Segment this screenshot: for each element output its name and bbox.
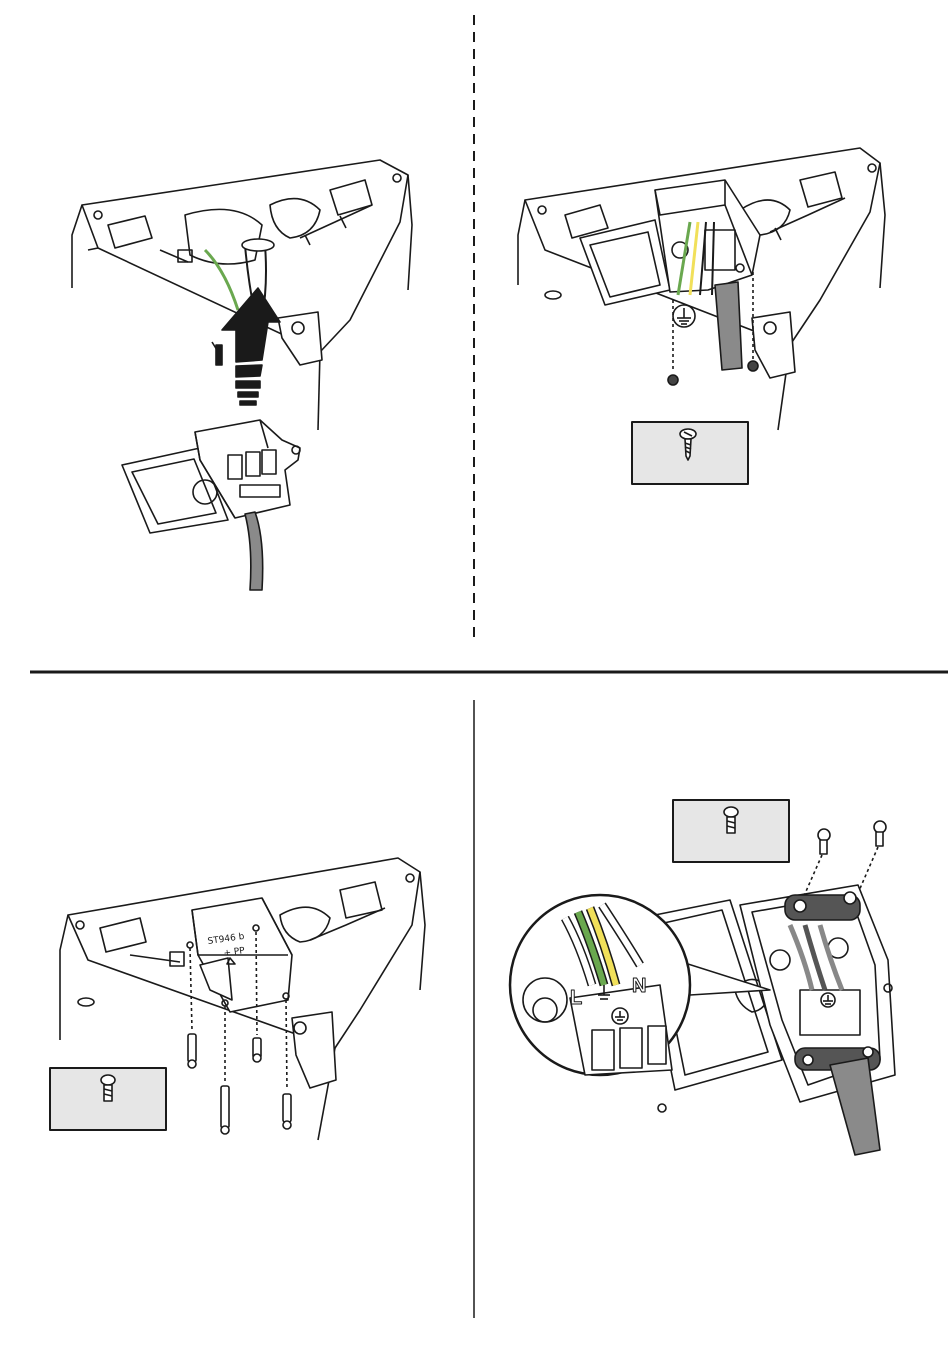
panel-bottom-right: L N [510,800,895,1155]
mounting-bracket [72,160,412,430]
panel-bottom-left: ST946 b + PP [50,858,425,1140]
screw [188,1034,196,1068]
terminal-label-neutral: N [632,975,646,997]
screw-callout [632,422,748,484]
panel-top-right [518,148,885,484]
terminal-label-live: L [570,987,582,1009]
screw [668,375,678,385]
earth-symbol-icon [673,305,695,327]
power-cable [245,512,263,590]
screw [874,821,886,846]
panel-top-left [72,160,412,590]
screw [818,829,830,854]
screw [748,361,758,371]
screw-callout [50,1068,166,1130]
screw-callout [673,800,789,862]
power-cable [715,282,742,370]
junction-box [122,420,300,533]
screw [253,1038,261,1062]
screw [283,1094,291,1129]
screw [221,1086,229,1134]
